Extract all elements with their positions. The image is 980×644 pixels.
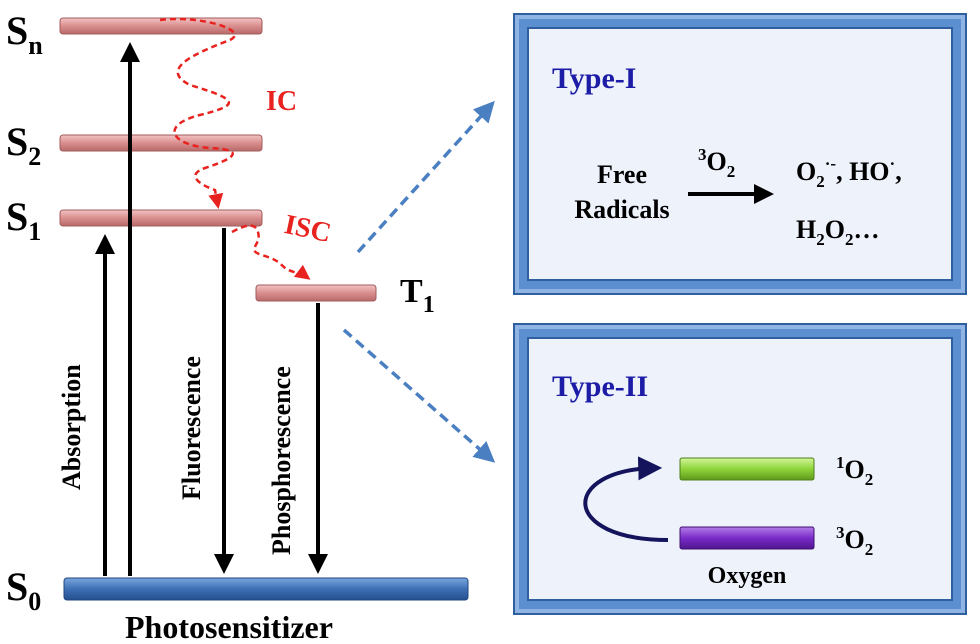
singlet-oxygen-level xyxy=(679,457,815,481)
label-sn: Sn xyxy=(6,8,43,60)
label-t1: T1 xyxy=(400,273,435,318)
pointer-arrow-type1 xyxy=(356,100,495,254)
label-s0: S0 xyxy=(6,564,41,616)
isc-wavy-arrow xyxy=(231,224,311,280)
pointer-arrow-type2 xyxy=(342,328,496,463)
singlet-oxygen-label: 1O2 xyxy=(836,453,873,489)
ic-wavy-arrow xyxy=(159,17,236,209)
type1-reactant-line1: Free xyxy=(597,160,647,189)
type2-title: Type-II xyxy=(552,370,648,403)
ic-label: IC xyxy=(266,86,297,117)
level-s0 xyxy=(63,577,469,601)
type2-panel: Type-II 1O2 3O2 Oxygen xyxy=(513,323,967,615)
type1-panel: Type-I Free Radicals 3O2 O2·-, HO·, H2O2… xyxy=(513,13,967,295)
phosphorescence-label: Phosphorescence xyxy=(267,366,296,555)
oxygen-label: Oxygen xyxy=(708,563,787,589)
label-s1: S1 xyxy=(6,194,41,246)
level-t1 xyxy=(255,284,377,302)
type1-arrow-label: 3O2 xyxy=(698,145,735,181)
triplet-oxygen-level xyxy=(679,526,815,550)
level-s1 xyxy=(59,209,263,227)
level-s2 xyxy=(59,134,263,152)
isc-label: ISC xyxy=(282,209,334,249)
type1-product-line2: H2O2… xyxy=(796,215,879,249)
fluorescence-label: Fluorescence xyxy=(177,356,206,500)
type1-reactant-line2: Radicals xyxy=(574,195,669,224)
absorption-label: Absorption xyxy=(57,364,86,490)
excitation-curve-arrow xyxy=(583,456,669,542)
type1-product-line1: O2·-, HO·, xyxy=(796,154,902,191)
photosensitizer-label: Photosensitizer xyxy=(125,609,333,644)
type1-title: Type-I xyxy=(552,62,636,95)
triplet-oxygen-label: 3O2 xyxy=(836,523,873,559)
label-s2: S2 xyxy=(6,119,41,171)
